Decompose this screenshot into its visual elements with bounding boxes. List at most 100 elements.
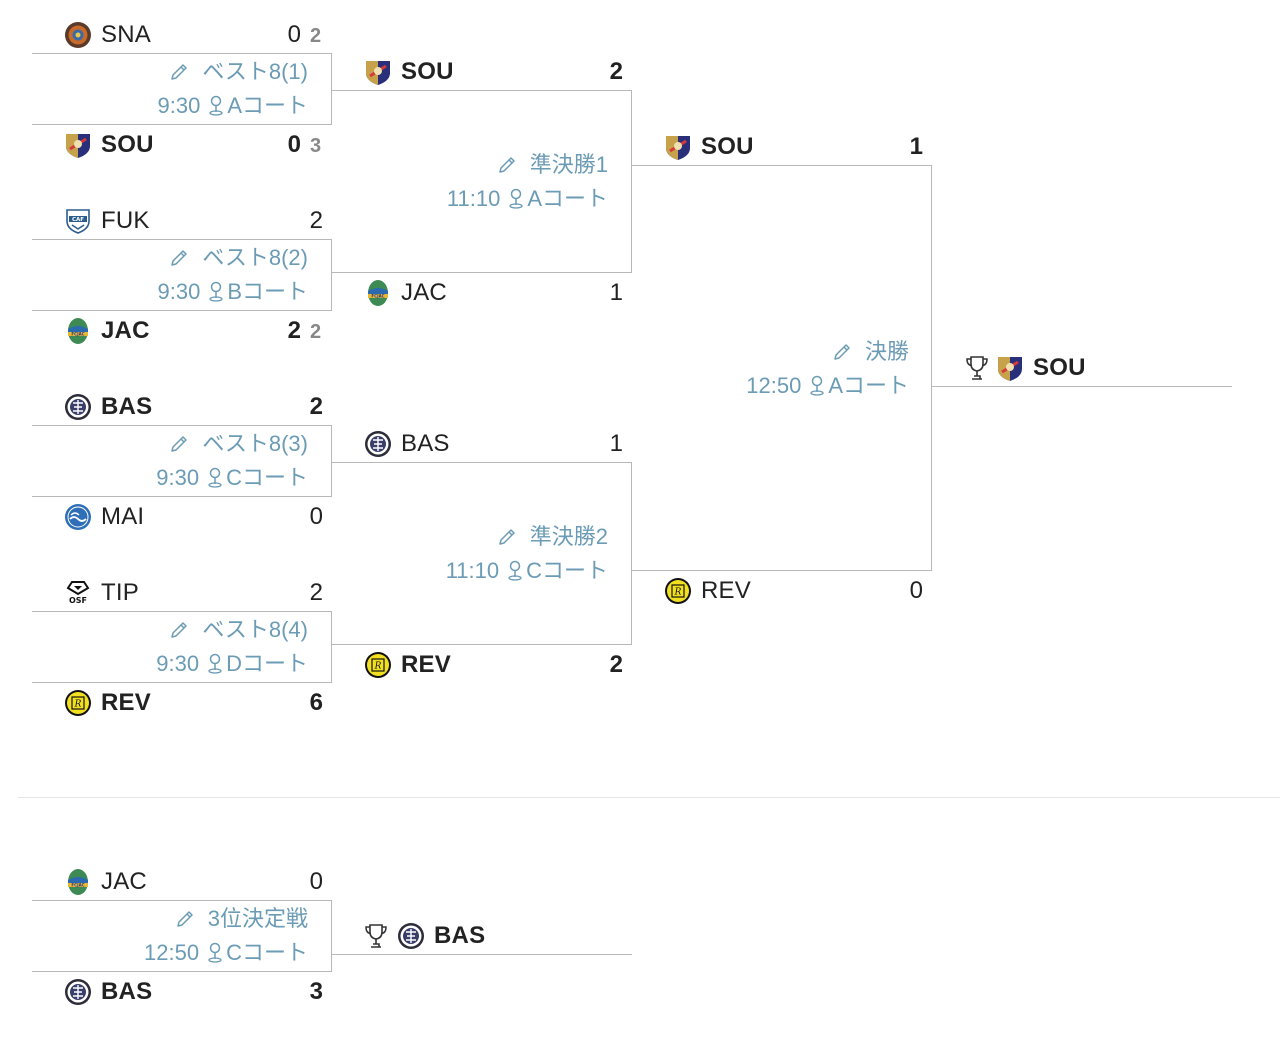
team-entry[interactable]: SOU [664, 131, 754, 163]
team-logo-fuk-icon: CAF [64, 207, 92, 235]
team-score: 2 [309, 579, 323, 606]
team-score: 2 [609, 58, 623, 85]
svg-text:OSF: OSF [69, 596, 87, 605]
team-score: 2 [309, 207, 323, 234]
team-name: BAS [101, 393, 153, 420]
team-name: BAS [434, 922, 486, 949]
team-score: 2 [287, 317, 301, 344]
team-name: JAC [101, 868, 147, 895]
team-entry[interactable]: FCJAC JAC [364, 277, 447, 309]
match-label: 3位決定戦 [207, 906, 308, 931]
match-court: Cコート [226, 465, 308, 490]
match-info[interactable]: ベスト8(2) 9:30 Bコート [157, 241, 308, 309]
svg-text:R: R [674, 588, 682, 598]
map-pin-icon [209, 281, 223, 302]
pencil-icon[interactable] [831, 341, 853, 363]
team-logo-sou-icon [64, 131, 92, 159]
match-court: Cコート [526, 558, 608, 583]
match-label: ベスト8(3) [202, 431, 308, 456]
match-label: 決勝 [864, 339, 909, 364]
pencil-icon[interactable] [168, 247, 190, 269]
team-score: 0 [309, 503, 323, 530]
match-info[interactable]: ベスト8(3) 9:30 Cコート [156, 427, 308, 495]
team-logo-jac-icon: FCJAC [64, 868, 92, 896]
team-logo-bas-icon [397, 922, 425, 950]
team-name: BAS [101, 978, 153, 1005]
trophy-icon [365, 924, 387, 948]
team-entry[interactable]: SOU [64, 129, 154, 161]
team-entry[interactable]: CAF FUK [64, 205, 150, 237]
pk-score: 2 [310, 321, 322, 343]
team-score: 2 [309, 393, 323, 420]
team-logo-jac-icon: FCJAC [364, 279, 392, 307]
third-place-winner-entry[interactable]: BAS [397, 920, 485, 952]
match-info[interactable]: ベスト8(4) 9:30 Dコート [156, 613, 308, 681]
team-logo-jac-icon: FCJAC [64, 317, 92, 345]
team-score: 0 [287, 131, 301, 158]
team-name: SOU [1033, 354, 1086, 381]
champion-entry[interactable]: SOU [996, 352, 1086, 384]
team-entry[interactable]: R REV [664, 575, 751, 607]
team-score: 0 [309, 868, 323, 895]
map-pin-icon [208, 467, 222, 488]
team-entry[interactable]: MAI [64, 501, 144, 533]
match-court: Dコート [226, 651, 308, 676]
team-entry[interactable]: OSF TIP [64, 577, 139, 609]
trophy-icon [966, 356, 988, 380]
match-court: Aコート [227, 93, 308, 118]
match-info[interactable]: 決勝 12:50 Aコート [746, 335, 909, 403]
team-logo-sou-icon [996, 354, 1024, 382]
team-entry[interactable]: BAS [64, 391, 152, 423]
team-entry[interactable]: SNA [64, 19, 151, 51]
map-pin-icon [208, 653, 222, 674]
match-label: ベスト8(4) [202, 617, 308, 642]
team-logo-mai-icon [64, 503, 92, 531]
team-score: 3 [309, 978, 323, 1005]
team-entry[interactable]: SOU [364, 56, 454, 88]
team-name: BAS [401, 430, 450, 457]
pk-score: 3 [310, 135, 322, 157]
team-score: 2 [609, 651, 623, 678]
team-name: SNA [101, 21, 151, 48]
team-logo-rev-icon: R [64, 689, 92, 717]
team-name: REV [701, 577, 751, 604]
match-info[interactable]: 準決勝1 11:10 Aコート [447, 148, 608, 216]
team-entry[interactable]: FCJAC JAC [64, 315, 150, 347]
team-entry[interactable]: BAS [64, 976, 152, 1008]
team-logo-tip-icon: OSF [64, 579, 92, 607]
match-time: 11:10 [446, 186, 501, 211]
svg-text:R: R [74, 700, 82, 710]
team-logo-bas-icon [64, 978, 92, 1006]
match-court: Cコート [226, 940, 308, 965]
team-score: 1 [609, 430, 623, 457]
match-label: 準決勝1 [529, 152, 608, 177]
team-entry[interactable]: FCJAC JAC [64, 866, 147, 898]
match-info[interactable]: ベスト8(1) 9:30 Aコート [157, 55, 308, 123]
team-score: 1 [609, 279, 623, 306]
svg-text:FCJAC: FCJAC [71, 332, 84, 337]
pencil-icon[interactable] [168, 433, 190, 455]
team-entry[interactable]: BAS [364, 428, 450, 460]
team-name: TIP [101, 579, 139, 606]
team-name: SOU [101, 131, 154, 158]
match-time: 12:50 [746, 373, 802, 398]
match-label: 準決勝2 [529, 524, 608, 549]
team-score: 6 [309, 689, 323, 716]
team-logo-rev-icon: R [664, 577, 692, 605]
team-score: 1 [909, 133, 923, 160]
team-entry[interactable]: R REV [364, 649, 451, 681]
match-time: 11:10 [445, 558, 500, 583]
match-label: ベスト8(2) [202, 245, 308, 270]
pencil-icon[interactable] [168, 619, 190, 641]
team-logo-bas-icon [64, 393, 92, 421]
team-logo-sna-icon [64, 21, 92, 49]
pencil-icon[interactable] [174, 908, 196, 930]
match-info[interactable]: 準決勝2 11:10 Cコート [446, 520, 608, 588]
pencil-icon[interactable] [168, 61, 190, 83]
match-court: Aコート [527, 186, 608, 211]
pencil-icon[interactable] [496, 526, 518, 548]
team-entry[interactable]: R REV [64, 687, 151, 719]
pencil-icon[interactable] [496, 154, 518, 176]
match-time: 9:30 [157, 93, 201, 118]
match-info[interactable]: 3位決定戦 12:50 Cコート [144, 902, 308, 970]
